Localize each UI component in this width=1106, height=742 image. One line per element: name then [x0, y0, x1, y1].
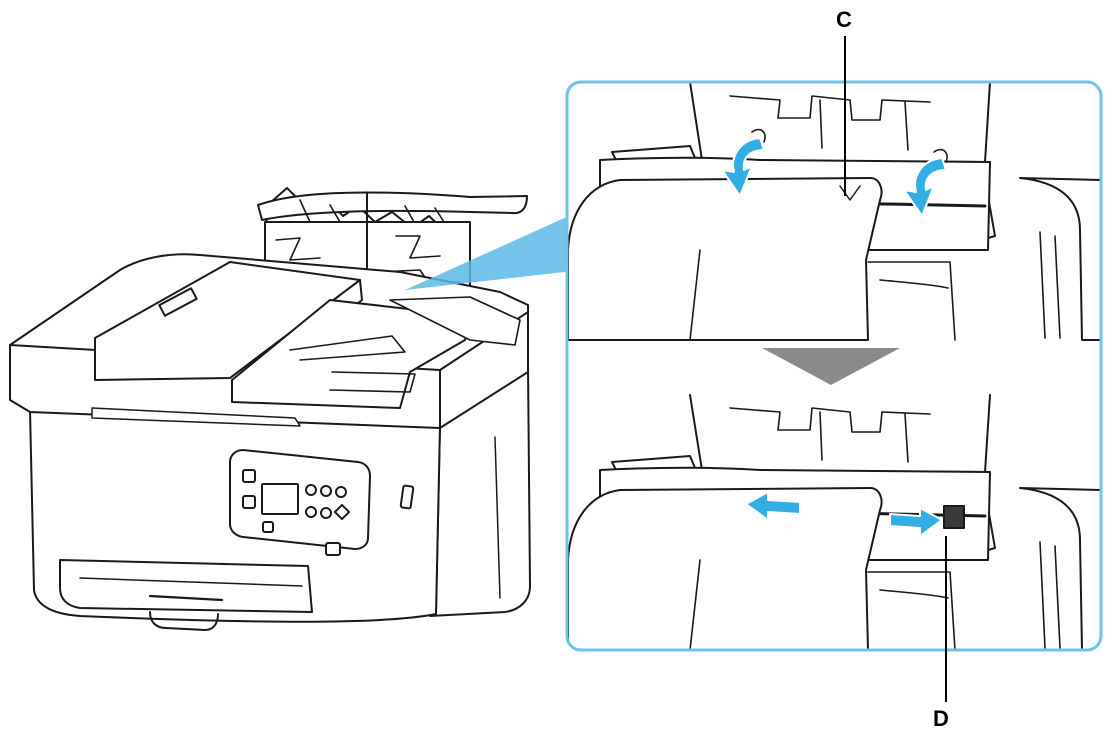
- step-down-triangle-icon: [762, 348, 900, 385]
- front-tray: [59, 484, 415, 631]
- closeup-frame: [565, 80, 1103, 652]
- slide-guide-arrow-icon: [745, 491, 943, 537]
- operation-panel: [229, 449, 371, 550]
- zoom-wedge: [405, 210, 582, 290]
- fold-guide-arrow-icon: [721, 137, 947, 217]
- callout-d-label: D: [933, 706, 949, 731]
- rear-tray-closeup-top: [567, 82, 1101, 341]
- callout-c-label: C: [836, 7, 852, 32]
- printer-illustration: [9, 187, 531, 631]
